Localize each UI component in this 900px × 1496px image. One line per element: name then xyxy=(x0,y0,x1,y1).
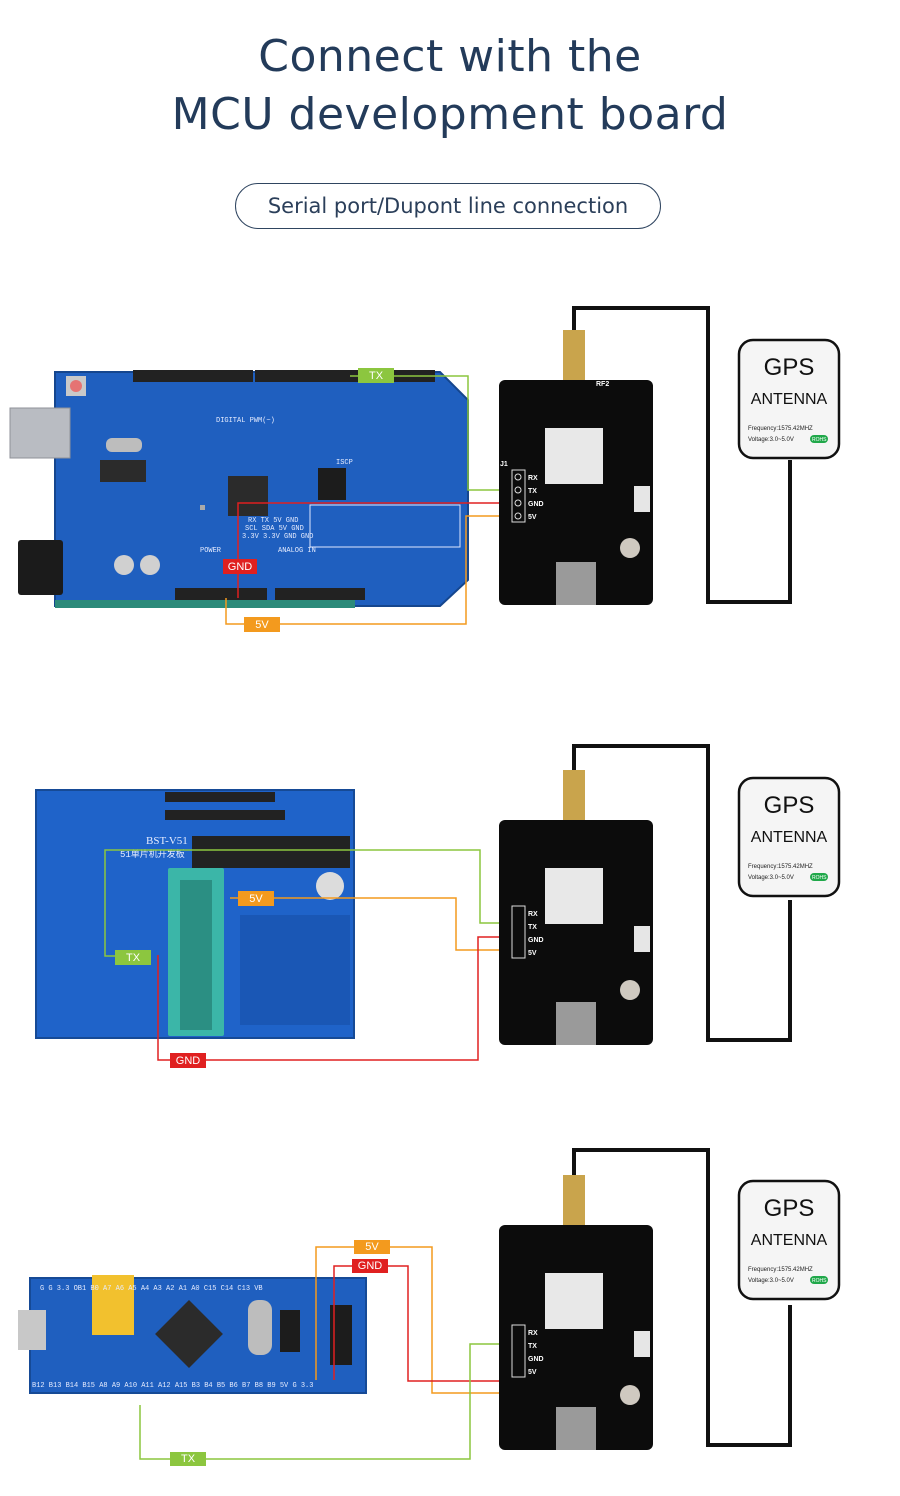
tx-label: TX xyxy=(358,368,394,383)
tx-label: TX xyxy=(170,1452,206,1466)
rohs-badge: ROHS xyxy=(812,1278,827,1284)
label-digital-pwm: DIGITAL PWM(~) xyxy=(216,417,275,425)
label-iscp: ISCP xyxy=(336,459,353,467)
5v-label: 5V xyxy=(238,891,274,906)
panel-arduino: DIGITAL PWM(~) POWER ANALOG IN RX TX 5V … xyxy=(0,300,900,632)
antenna-subtitle: ANTENNA xyxy=(751,1232,828,1249)
board-subtitle: 51单片机开发板 xyxy=(120,848,185,860)
svg-text:5V: 5V xyxy=(255,619,269,631)
pin-5v: 5V xyxy=(528,514,537,521)
svg-text:GND: GND xyxy=(358,1260,383,1272)
svg-text:TX: TX xyxy=(369,370,384,382)
label-pin-row-2: SCL SDA 5V GND xyxy=(245,525,304,533)
5v-wire xyxy=(225,515,510,625)
tx-wire-to-module xyxy=(104,849,510,924)
antenna-voltage: Voltage:3.0~5.0V xyxy=(748,437,794,443)
stm32-board: G G 3.3 OB1 B0 A7 A6 A5 A4 A3 A2 A1 A0 C… xyxy=(18,1275,367,1394)
pin-tx: TX xyxy=(528,1343,537,1350)
pin-tx: TX xyxy=(528,488,537,495)
pin-gnd: GND xyxy=(528,937,544,944)
tx-label: TX xyxy=(115,950,151,965)
top-pin-labels: G G 3.3 OB1 B0 A7 A6 A5 A4 A3 A2 A1 A0 C… xyxy=(40,1285,263,1293)
antenna-subtitle: ANTENNA xyxy=(751,391,828,408)
gnd-wire xyxy=(157,936,510,1061)
svg-text:GND: GND xyxy=(228,561,253,573)
bottom-pin-labels: B12 B13 B14 B15 A8 A9 A10 A11 A12 A15 B3… xyxy=(32,1382,313,1390)
antenna-cable xyxy=(572,1148,792,1447)
antenna-voltage: Voltage:3.0~5.0V xyxy=(748,875,794,881)
gps-module: RX TX GND 5V xyxy=(499,1148,792,1450)
svg-text:TX: TX xyxy=(126,952,141,964)
svg-text:5V: 5V xyxy=(365,1241,379,1253)
antenna-subtitle: ANTENNA xyxy=(751,829,828,846)
pin-5v: 5V xyxy=(528,950,537,957)
svg-text:TX: TX xyxy=(181,1453,196,1465)
gnd-label: GND xyxy=(223,559,257,574)
antenna-frequency: Frequency:1575.42MHZ xyxy=(748,864,813,870)
svg-text:5V: 5V xyxy=(249,893,263,905)
antenna-title: GPS xyxy=(764,354,815,381)
antenna-cable xyxy=(572,744,792,1042)
svg-text:GND: GND xyxy=(176,1055,201,1067)
panel-51-board: BST-V51 51单片机开发板 TX 5V GND RX TX GND 5V … xyxy=(0,740,900,1070)
board-name: BST-V51 xyxy=(146,835,188,847)
panel-stm32-diagram: G G 3.3 OB1 B0 A7 A6 A5 A4 A3 A2 A1 A0 C… xyxy=(18,1148,841,1466)
pin-gnd: GND xyxy=(528,1356,544,1363)
antenna-cable xyxy=(572,306,792,604)
pin-gnd: GND xyxy=(528,501,544,508)
gps-antenna: GPS ANTENNA Frequency:1575.42MHZ Voltage… xyxy=(737,1179,841,1301)
tx-wire xyxy=(350,375,510,491)
header-label: J1 xyxy=(500,461,508,468)
board-51: BST-V51 51单片机开发板 xyxy=(35,789,355,1039)
pin-5v: 5V xyxy=(528,1369,537,1376)
pin-rx: RX xyxy=(528,475,538,482)
antenna-title: GPS xyxy=(764,792,815,819)
tx-wire xyxy=(139,1343,510,1460)
gps-module: RX TX GND 5V RF2 J1 xyxy=(499,306,792,605)
label-analog-in: ANALOG IN xyxy=(278,547,316,555)
rohs-badge: ROHS xyxy=(812,437,827,443)
5v-label: 5V xyxy=(354,1240,390,1254)
antenna-frequency: Frequency:1575.42MHZ xyxy=(748,426,813,432)
pill-label: Serial port/Dupont line connection xyxy=(267,194,629,218)
label-power: POWER xyxy=(200,547,222,555)
rohs-badge: ROHS xyxy=(812,875,827,881)
5v-wire xyxy=(315,1246,510,1394)
gnd-label: GND xyxy=(170,1053,206,1068)
connection-type-pill: Serial port/Dupont line connection xyxy=(235,183,661,229)
arduino-board: DIGITAL PWM(~) POWER ANALOG IN RX TX 5V … xyxy=(9,370,469,608)
gps-antenna: GPS ANTENNA Frequency:1575.42MHZ Voltage… xyxy=(737,338,841,460)
gnd-label: GND xyxy=(352,1259,388,1273)
antenna-title: GPS xyxy=(764,1195,815,1222)
gnd-wire xyxy=(333,1265,510,1382)
gps-antenna: GPS ANTENNA Frequency:1575.42MHZ Voltage… xyxy=(737,776,841,898)
label-pin-row-3: 3.3V 3.3V GND GND xyxy=(242,533,313,541)
pin-rx: RX xyxy=(528,1330,538,1337)
panel-arduino-diagram: DIGITAL PWM(~) POWER ANALOG IN RX TX 5V … xyxy=(9,306,841,632)
pin-rx: RX xyxy=(528,911,538,918)
antenna-frequency: Frequency:1575.42MHZ xyxy=(748,1267,813,1273)
panel-stm32: G G 3.3 OB1 B0 A7 A6 A5 A4 A3 A2 A1 A0 C… xyxy=(0,1145,900,1475)
page-title-line-1: Connect with the xyxy=(258,31,642,82)
5v-wire xyxy=(230,897,510,951)
page-title-line-2: MCU development board xyxy=(171,89,729,140)
antenna-voltage: Voltage:3.0~5.0V xyxy=(748,1278,794,1284)
pin-tx: TX xyxy=(528,924,537,931)
gps-module: RX TX GND 5V xyxy=(499,744,792,1045)
panel-51-diagram: BST-V51 51单片机开发板 TX 5V GND RX TX GND 5V … xyxy=(35,744,841,1068)
rf-connector-label: RF2 xyxy=(596,381,609,388)
5v-label: 5V xyxy=(244,617,280,632)
label-pin-row-1: RX TX 5V GND xyxy=(248,517,298,525)
